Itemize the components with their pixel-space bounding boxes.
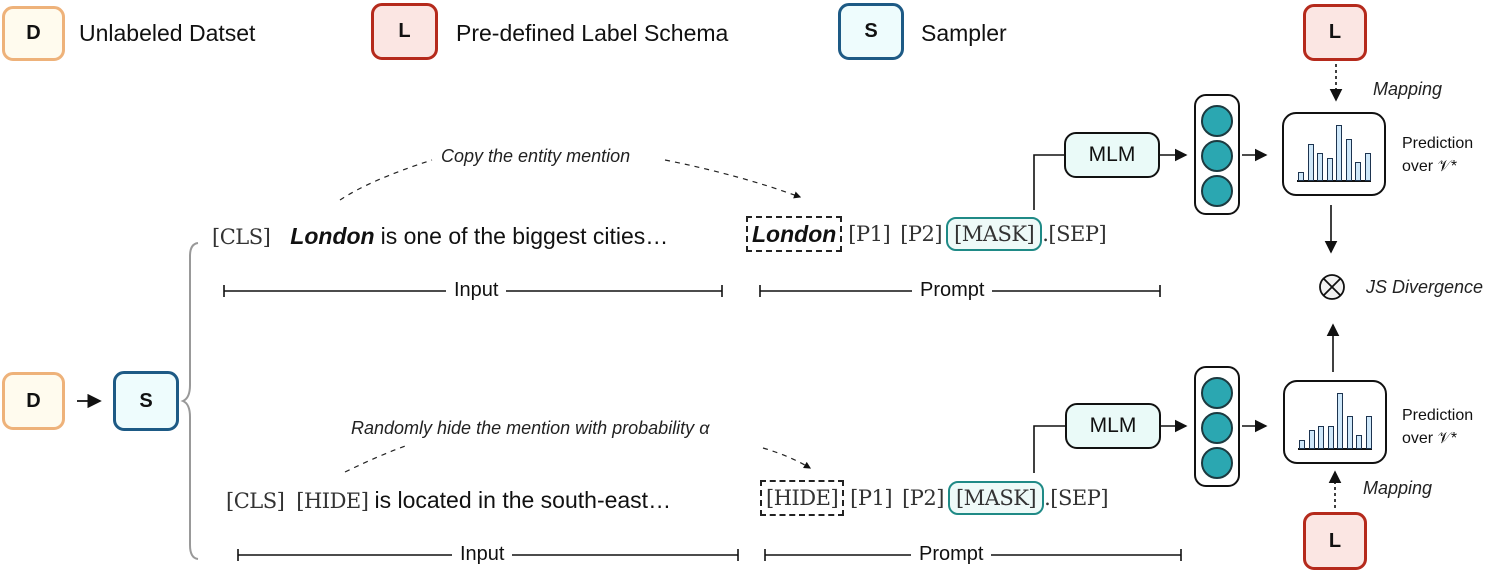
histogram-bar	[1337, 393, 1343, 449]
top-input-sequence: [CLS] London is one of the biggest citie…	[212, 223, 668, 250]
legend-sampler-letter: S	[864, 20, 878, 42]
histogram-bar	[1298, 172, 1304, 181]
hide-token: [HIDE]	[296, 488, 369, 513]
input-text: is located in the south-east…	[374, 487, 672, 513]
bottom-mlm-box: MLM	[1065, 403, 1161, 449]
sampler-box: S	[113, 371, 179, 431]
histogram-baseline	[1298, 448, 1372, 450]
p1-token: [P1]	[848, 222, 891, 246]
top-prompt-span-label: Prompt	[912, 279, 993, 302]
top-prediction-label: Prediction over 𝒱*	[1402, 132, 1473, 178]
legend-dataset-letter: D	[26, 22, 41, 44]
mask-token: [MASK]	[947, 481, 1045, 515]
neuron-icon	[1201, 105, 1233, 137]
bottom-mapping-label: Mapping	[1363, 478, 1433, 498]
histogram-bar	[1336, 125, 1342, 181]
prediction-line2: over 𝒱*	[1402, 158, 1458, 175]
period-token: .	[1042, 222, 1049, 246]
top-input-span-label: Input	[446, 279, 507, 302]
legend-schema-letter: L	[398, 20, 411, 42]
prediction-line1: Prediction	[1402, 407, 1474, 424]
histogram-bar	[1318, 426, 1324, 449]
legend-dataset-label: Unlabeled Datset	[79, 20, 256, 46]
copy-annotation: Copy the entity mention	[441, 146, 631, 166]
bottom-prompt-span-label: Prompt	[911, 543, 992, 566]
hide-annotation: Randomly hide the mention with probabili…	[351, 418, 710, 438]
legend-sampler-label: Sampler	[921, 20, 1007, 46]
histogram-bar	[1299, 440, 1305, 449]
bottom-prompt-sequence: [HIDE] [P1] [P2] [MASK] . [SEP]	[760, 480, 1109, 516]
histogram-bar	[1365, 416, 1372, 449]
bottom-prediction-label: Prediction over 𝒱*	[1402, 404, 1473, 450]
top-mlm-box: MLM	[1064, 132, 1160, 178]
legend-sampler-box: S	[838, 3, 904, 60]
legend-dataset-box: D	[2, 6, 65, 61]
top-output-vector	[1194, 94, 1240, 215]
histogram-bar	[1308, 430, 1315, 449]
schema-letter: L	[1328, 21, 1342, 43]
legend-schema-box: L	[371, 3, 438, 60]
legend-schema-label: Pre-defined Label Schema	[456, 20, 729, 46]
period-token: .	[1044, 486, 1051, 510]
top-mapping-label: Mapping	[1373, 79, 1443, 99]
sep-token: [SEP]	[1048, 222, 1107, 246]
bottom-prediction-histogram	[1283, 380, 1387, 464]
p2-token: [P2]	[902, 486, 944, 510]
dataset-box: D	[2, 372, 65, 430]
neuron-icon	[1201, 412, 1233, 444]
bottom-output-vector	[1194, 366, 1240, 487]
histogram-bar	[1356, 435, 1362, 449]
cls-token: [CLS]	[212, 224, 271, 249]
top-schema-box: L	[1303, 4, 1367, 61]
mlm-label: MLM	[1088, 143, 1136, 166]
top-prompt-sequence: London [P1] [P2] [MASK] . [SEP]	[746, 216, 1107, 252]
histogram-bar	[1317, 153, 1323, 181]
prediction-line1: Prediction	[1402, 135, 1474, 152]
copied-entity: London	[746, 216, 843, 252]
p2-token: [P2]	[900, 222, 943, 246]
sampler-letter: S	[139, 389, 153, 412]
neuron-icon	[1201, 447, 1233, 479]
histogram-bar	[1345, 139, 1352, 181]
histogram-bar	[1346, 416, 1353, 449]
schema-letter: L	[1328, 529, 1342, 552]
histogram-bar	[1364, 153, 1371, 181]
otimes-icon	[1319, 274, 1345, 300]
input-text: is one of the biggest cities…	[380, 223, 669, 249]
neuron-icon	[1201, 175, 1233, 207]
brace	[180, 242, 199, 560]
entity-mention: London	[290, 223, 375, 249]
js-divergence-label: JS Divergence	[1366, 277, 1484, 297]
histogram-bar	[1327, 426, 1334, 449]
top-prediction-histogram	[1282, 112, 1386, 196]
cls-token: [CLS]	[226, 488, 285, 513]
histogram-bar	[1355, 162, 1361, 181]
hidden-entity: [HIDE]	[760, 480, 845, 516]
bottom-input-span-label: Input	[452, 543, 513, 566]
mlm-label: MLM	[1089, 414, 1137, 437]
p1-token: [P1]	[850, 486, 893, 510]
bottom-input-sequence: [CLS] [HIDE] is located in the south-eas…	[226, 487, 671, 514]
prediction-line2: over 𝒱*	[1402, 430, 1458, 447]
bottom-schema-box: L	[1303, 512, 1367, 570]
dataset-letter: D	[26, 389, 41, 412]
histogram-bar	[1326, 158, 1333, 181]
neuron-icon	[1201, 377, 1233, 409]
histogram-baseline	[1297, 180, 1371, 182]
histogram-bar	[1307, 144, 1314, 181]
sep-token: [SEP]	[1050, 486, 1109, 510]
mask-token: [MASK]	[946, 217, 1043, 251]
neuron-icon	[1201, 140, 1233, 172]
